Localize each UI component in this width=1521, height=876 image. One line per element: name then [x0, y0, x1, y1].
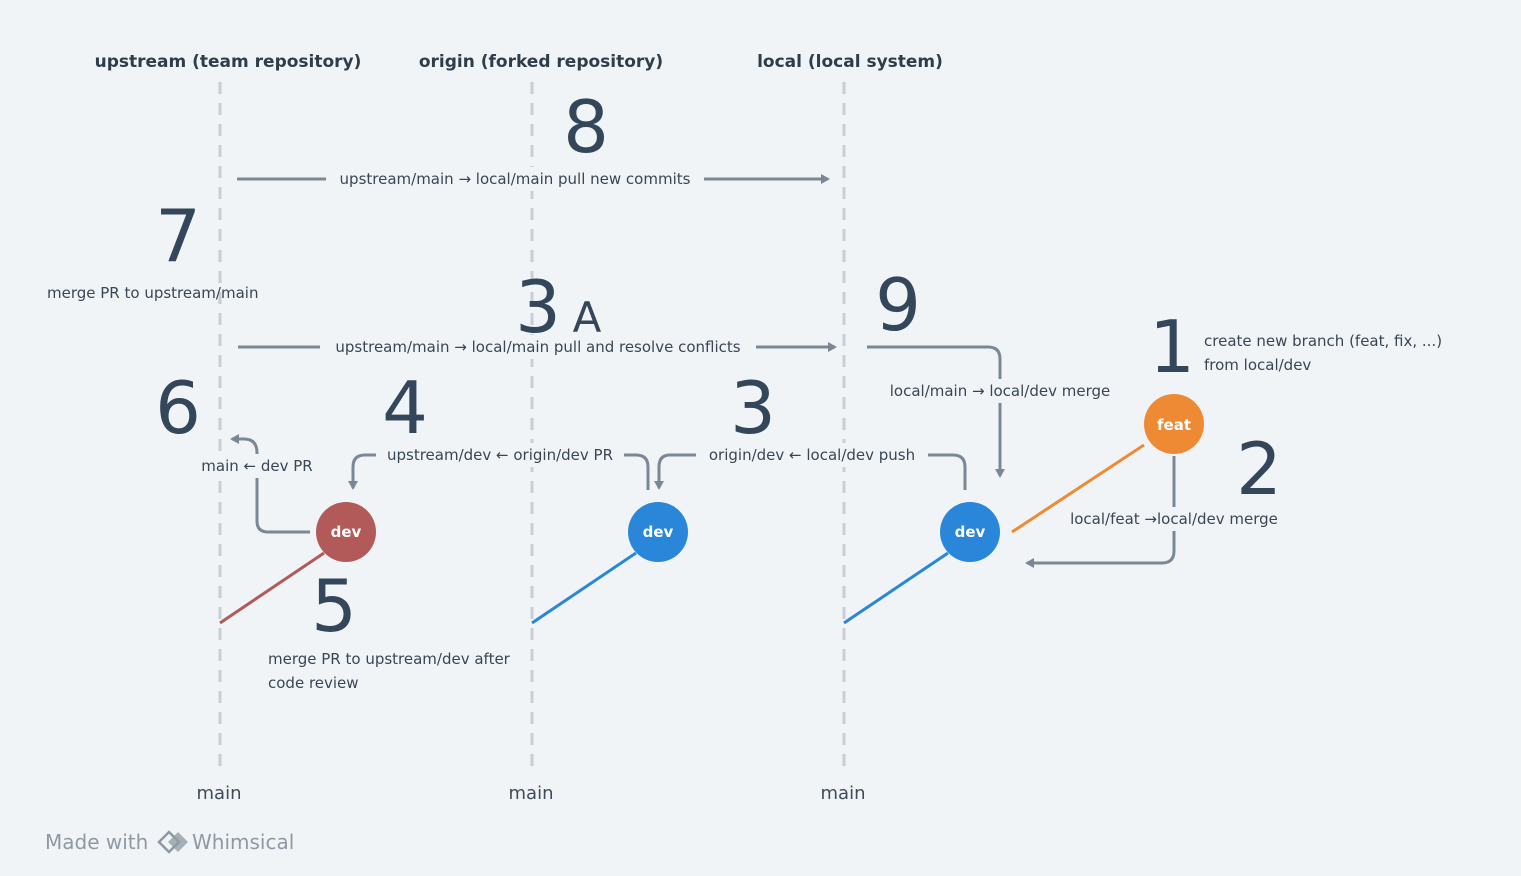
step-3-label: origin/dev ← local/dev push: [709, 446, 915, 464]
step-1-label-line2: from local/dev: [1204, 356, 1311, 374]
node-local-feat[interactable]: feat: [1144, 394, 1204, 454]
arrow-step-6: [230, 434, 310, 534]
origin-dev-branch-line: [531, 551, 637, 625]
watermark-brand[interactable]: Whimsical: [192, 830, 294, 854]
step-5-label-line1: merge PR to upstream/dev after: [268, 650, 511, 668]
step-3a-label: upstream/main → local/main pull and reso…: [335, 338, 740, 356]
node-local-dev-label: dev: [955, 523, 986, 541]
node-origin-dev-label: dev: [643, 523, 674, 541]
step-3a-suffix: A: [573, 293, 602, 342]
step-9-number: 9: [875, 263, 921, 347]
lane-title-origin: origin (forked repository): [419, 52, 663, 72]
step-1-label-line1: create new branch (feat, fix, ...): [1204, 332, 1442, 350]
lane-branch-upstream-main: main: [197, 783, 242, 804]
step-1-number: 1: [1149, 305, 1195, 389]
whimsical-logo-icon: [157, 830, 188, 854]
node-upstream-dev[interactable]: dev: [316, 502, 376, 562]
step-2-label: local/feat →local/dev merge: [1070, 510, 1278, 528]
arrow-step-9: [867, 345, 1005, 478]
step-5-label-line2: code review: [268, 674, 359, 692]
step-9-label: local/main → local/dev merge: [890, 382, 1110, 400]
node-upstream-dev-label: dev: [331, 523, 362, 541]
arrow-step-2: [1025, 456, 1176, 568]
step-4-label: upstream/dev ← origin/dev PR: [387, 446, 613, 464]
node-local-feat-label: feat: [1157, 416, 1191, 434]
local-dev-branch-line: [843, 551, 949, 625]
step-5-number: 5: [311, 564, 357, 648]
node-origin-dev[interactable]: dev: [628, 502, 688, 562]
step-2-number: 2: [1236, 427, 1282, 511]
lane-branch-origin-main: main: [509, 783, 554, 804]
step-3-number: 3: [730, 366, 776, 450]
step-8-number: 8: [563, 85, 609, 169]
watermark-prefix: Made with: [45, 830, 148, 854]
step-4-number: 4: [382, 366, 428, 450]
local-feat-branch-line: [1011, 443, 1145, 534]
lane-title-upstream: upstream (team repository): [95, 52, 362, 72]
step-6-number: 6: [155, 366, 201, 450]
step-7-number: 7: [155, 194, 201, 278]
node-local-dev[interactable]: dev: [940, 502, 1000, 562]
step-7-label: merge PR to upstream/main: [47, 284, 258, 302]
lane-title-local: local (local system): [757, 52, 943, 72]
upstream-dev-branch-line: [219, 551, 325, 625]
step-6-label: main ← dev PR: [201, 457, 312, 475]
step-3a-number: 3: [515, 265, 561, 349]
step-8-label: upstream/main → local/main pull new comm…: [340, 170, 691, 188]
lane-branch-local-main: main: [821, 783, 866, 804]
